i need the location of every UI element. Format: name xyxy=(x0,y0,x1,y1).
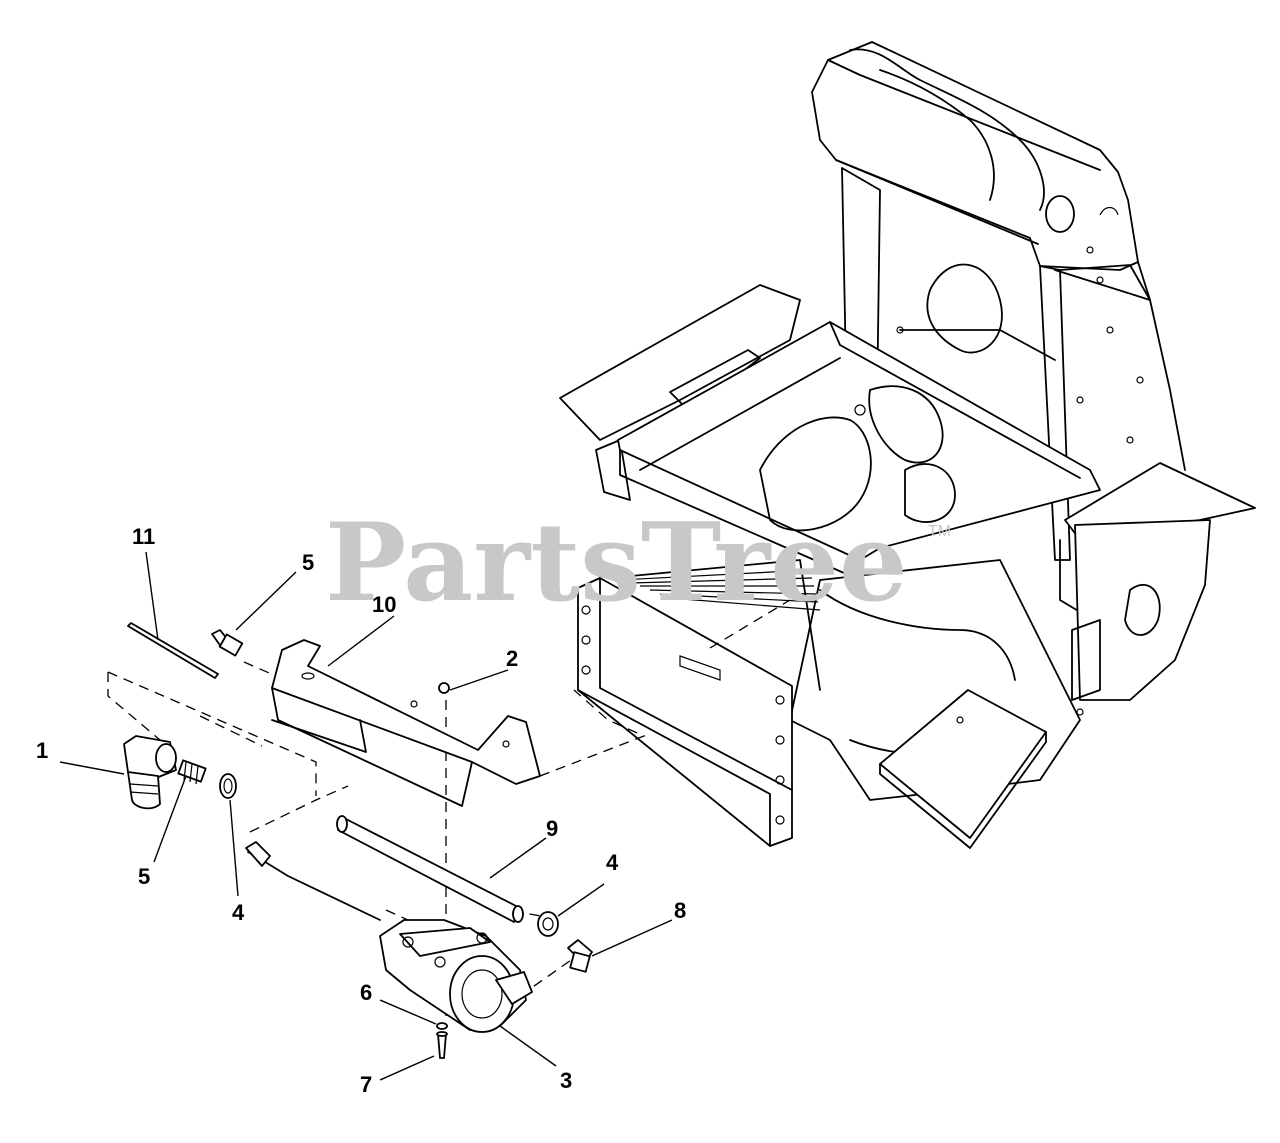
part-4-clamp-left xyxy=(219,773,237,799)
part-4-clamp-right xyxy=(537,911,559,937)
callout-1: 1 xyxy=(36,738,48,763)
part-6-washer xyxy=(436,1022,448,1030)
part-5-fitting-lower xyxy=(177,759,207,785)
part-5-fitting-upper xyxy=(211,629,244,657)
part-9-hose xyxy=(336,815,524,923)
watermark-text: PartsTree xyxy=(325,500,908,626)
part-10-bracket xyxy=(271,639,541,807)
part-8-elbow xyxy=(567,939,593,973)
callout-5b: 5 xyxy=(138,864,150,889)
part-7-screw xyxy=(436,1031,448,1059)
callout-3: 3 xyxy=(560,1068,572,1093)
callout-2: 2 xyxy=(506,646,518,671)
part-11-strip xyxy=(127,622,219,679)
callout-8: 8 xyxy=(674,898,686,923)
callout-10: 10 xyxy=(372,592,396,617)
callout-9: 9 xyxy=(546,816,558,841)
callout-4a: 4 xyxy=(232,900,245,925)
part-2-nut xyxy=(438,682,450,694)
chassis-frame xyxy=(559,41,1256,849)
leader-lines xyxy=(59,551,673,1081)
part-1-filter xyxy=(123,735,177,810)
callout-7: 7 xyxy=(360,1072,372,1097)
callouts: 11 5 10 2 1 5 4 9 4 8 6 3 7 xyxy=(36,524,686,1097)
callout-4b: 4 xyxy=(606,850,619,875)
watermark: PartsTree TM xyxy=(325,500,951,626)
callout-11: 11 xyxy=(132,524,155,549)
part-3-pump xyxy=(245,841,533,1033)
watermark-trademark: TM xyxy=(928,523,951,540)
callout-5a: 5 xyxy=(302,550,314,575)
callout-6: 6 xyxy=(360,980,372,1005)
